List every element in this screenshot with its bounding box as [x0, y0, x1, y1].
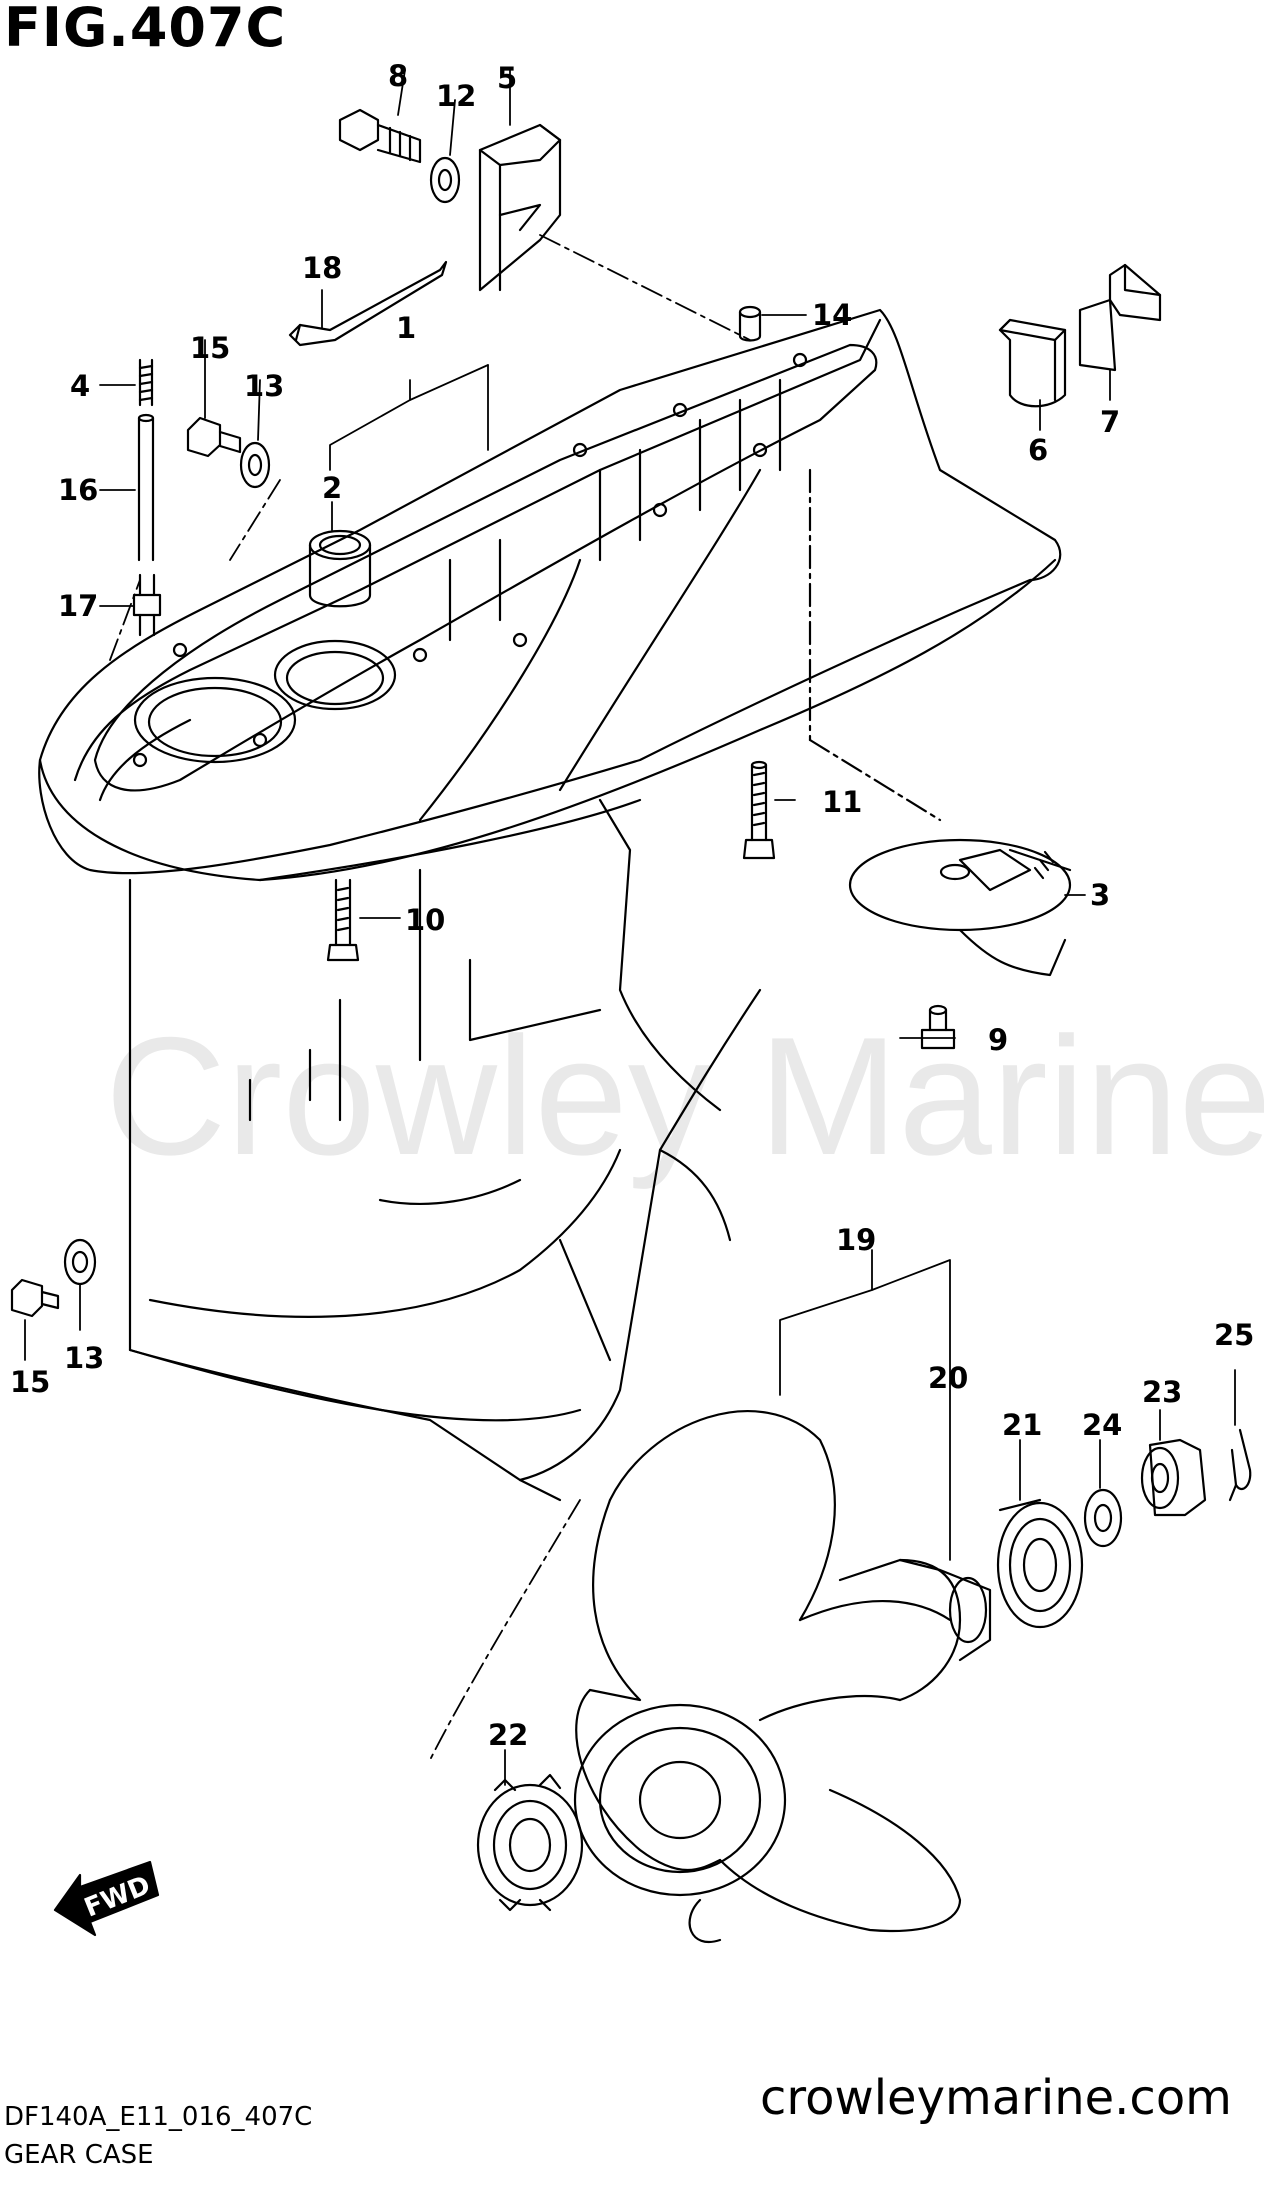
callout-24: 24	[1082, 1408, 1122, 1442]
callout-10: 10	[405, 903, 445, 937]
callout-4: 4	[70, 369, 90, 403]
callout-23: 23	[1142, 1375, 1182, 1409]
fwd-arrow-icon	[53, 1860, 160, 1937]
callout-numbers: 1 2 3 4 5 6 7 8 9 10 11 12 13 13 14 15 1…	[10, 59, 1254, 1924]
rod-16	[137, 413, 155, 562]
cover-5	[478, 123, 562, 292]
callout-22: 22	[488, 1718, 528, 1752]
washer-12	[429, 156, 461, 204]
washer-13-upper	[239, 441, 271, 489]
bolt-8	[338, 108, 422, 164]
callout-25: 25	[1214, 1318, 1254, 1352]
propeller-19	[573, 1410, 992, 1943]
watermark-text: Crowley Marine	[105, 1002, 1264, 1190]
bolt-11	[742, 760, 776, 860]
callout-21: 21	[1002, 1408, 1042, 1442]
callout-20: 20	[928, 1361, 968, 1395]
callout-12: 12	[436, 79, 476, 113]
fitting-17	[132, 573, 162, 637]
plug-15-lower	[10, 1278, 60, 1318]
callout-5: 5	[497, 61, 517, 95]
thrust-washer-22	[476, 1773, 584, 1912]
callout-13-lower: 13	[64, 1341, 104, 1375]
gear-case-housing	[38, 308, 1062, 1502]
callout-13-upper: 13	[244, 369, 284, 403]
bolt-10	[326, 878, 360, 962]
callout-8: 8	[388, 59, 408, 93]
spacer-21	[996, 1498, 1084, 1629]
washer-13-lower	[63, 1238, 97, 1286]
washer-24	[1083, 1488, 1123, 1548]
cable-tie-18	[288, 260, 448, 347]
figure-caption: GEAR CASE	[4, 2140, 154, 2170]
dowel-pin-14	[738, 305, 762, 342]
callout-7: 7	[1100, 405, 1120, 439]
plug-15-upper	[186, 416, 242, 458]
callout-1: 1	[396, 311, 416, 345]
anode-trim-tab	[848, 838, 1072, 977]
part-6	[998, 318, 1067, 408]
website-url[interactable]: crowleymarine.com	[760, 2070, 1232, 2126]
callout-11: 11	[822, 785, 862, 819]
bolt-9	[920, 1004, 956, 1050]
callout-15-upper: 15	[190, 331, 230, 365]
part-7	[1078, 263, 1162, 372]
callout-15-lower: 15	[10, 1365, 50, 1399]
callout-19: 19	[836, 1223, 876, 1257]
callout-6: 6	[1028, 433, 1048, 467]
callout-18: 18	[302, 251, 342, 285]
nut-23	[1140, 1438, 1207, 1517]
callout-2: 2	[322, 471, 342, 505]
callout-14: 14	[812, 298, 852, 332]
callout-3: 3	[1090, 878, 1110, 912]
figure-title: FIG.407C	[4, 0, 287, 59]
callout-9: 9	[988, 1023, 1008, 1057]
callout-16: 16	[58, 473, 98, 507]
cotter-pin-25	[1228, 1428, 1252, 1502]
stud-4	[138, 358, 154, 407]
callout-17: 17	[58, 589, 98, 623]
model-code: DF140A_E11_016_407C	[4, 2102, 313, 2132]
leader-lines	[24, 69, 1236, 1786]
